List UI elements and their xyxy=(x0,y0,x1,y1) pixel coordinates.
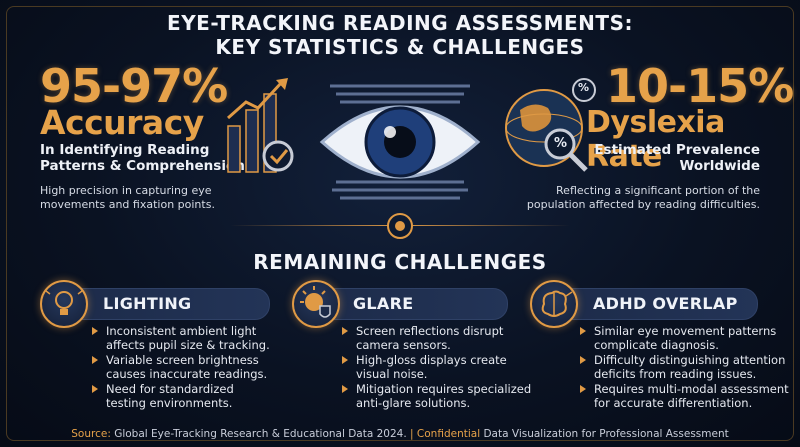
border-frame xyxy=(6,6,794,441)
small-eye-icon xyxy=(387,213,413,239)
footer-separator: | xyxy=(410,428,414,440)
footer: Source: Global Eye-Tracking Research & E… xyxy=(0,428,800,440)
brain-icon xyxy=(530,280,578,328)
percent-badge-top: % xyxy=(578,81,590,94)
footer-confidential-text: Data Visualization for Professional Asse… xyxy=(483,428,729,440)
eye-icon xyxy=(319,84,481,200)
dyslexia-note-line1: Reflecting a significant portion of the xyxy=(556,184,760,197)
card-adhd-title: ADHD OVERLAP xyxy=(593,294,738,313)
accuracy-note-line1: High precision in capturing eye xyxy=(40,184,212,197)
globe-icon xyxy=(505,78,596,172)
accuracy-value: 95-97% xyxy=(40,59,228,113)
dyslexia-value: 10-15% xyxy=(606,59,794,113)
section-title: REMAINING CHALLENGES xyxy=(253,250,547,274)
sun-shield-icon xyxy=(292,280,340,328)
accuracy-desc-line2: Patterns & Comprehension xyxy=(40,158,245,174)
footer-confidential-label: Confidential xyxy=(416,428,481,440)
footer-source-label: Source: xyxy=(71,428,111,440)
card-lighting-title: LIGHTING xyxy=(103,294,192,313)
percent-badge-magnifier: % xyxy=(554,136,568,151)
card-glare-title: GLARE xyxy=(353,294,414,313)
accuracy-desc-line1: In Identifying Reading xyxy=(40,142,210,158)
page-title-line2: KEY STATISTICS & CHALLENGES xyxy=(215,35,585,59)
footer-source-text: Global Eye-Tracking Research & Education… xyxy=(114,428,407,440)
dyslexia-note-line2: population affected by reading difficult… xyxy=(526,198,760,211)
dyslexia-desc-line1: Estimated Prevalence xyxy=(594,142,760,158)
accuracy-note-line2: movements and fixation points. xyxy=(40,198,215,211)
accuracy-label: Accuracy xyxy=(40,103,204,142)
lightbulb-icon xyxy=(40,280,88,328)
dyslexia-label: Dyslexia Rate xyxy=(586,105,725,174)
dyslexia-desc-line2: Worldwide xyxy=(679,158,760,174)
bar-chart-icon xyxy=(227,78,294,173)
page-title-line1: EYE-TRACKING READING ASSESSMENTS: xyxy=(167,11,633,35)
